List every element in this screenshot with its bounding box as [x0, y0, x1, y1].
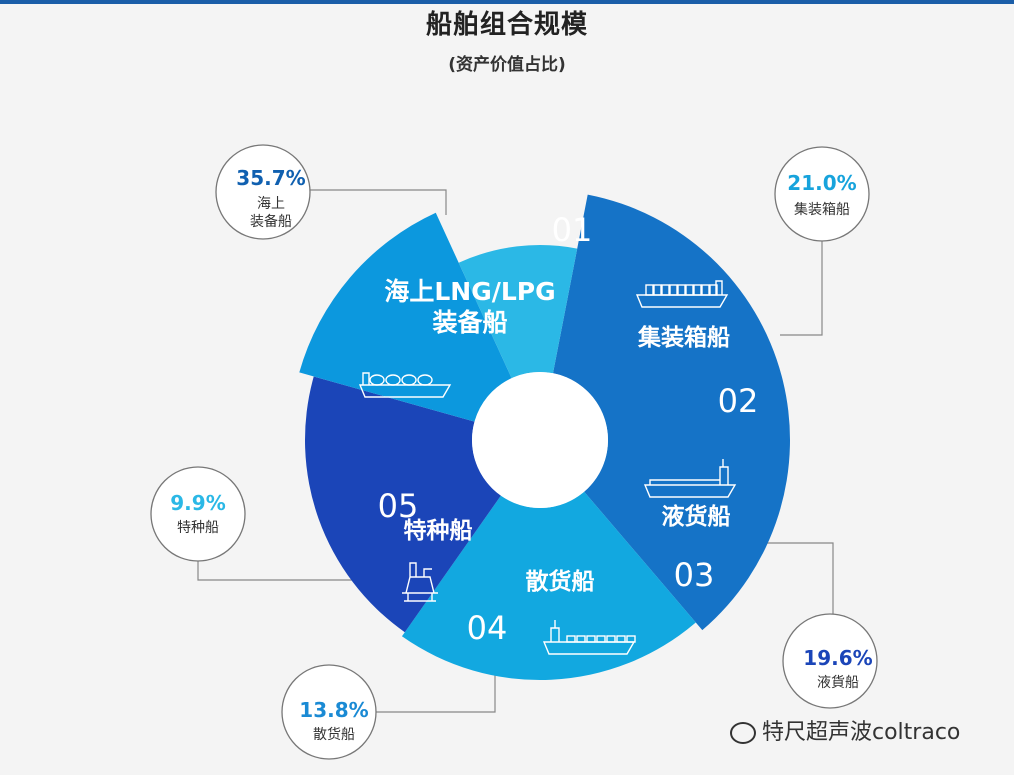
slice-label-05: 特种船	[404, 517, 473, 544]
callout-percent-05: 9.9%	[170, 491, 225, 515]
slice-number-04: 04	[467, 609, 508, 647]
callout-circle-04	[281, 664, 377, 760]
watermark: 特尺超声波coltraco	[730, 714, 960, 746]
slice-02	[401, 491, 696, 680]
top-bar	[0, 0, 1014, 4]
donut-hole	[472, 372, 608, 508]
callout-line-03	[760, 542, 834, 614]
callout-percent-02: 21.0%	[787, 171, 856, 195]
callout-percent-03: 19.6%	[803, 646, 872, 670]
callout-percent-01: 35.7%	[236, 166, 305, 190]
slice-label-04: 散货船	[526, 568, 595, 595]
slice-label-01: 海上LNG/LPG	[384, 277, 555, 306]
lng-ship-icon	[358, 372, 452, 398]
oil-rig-icon	[402, 562, 438, 602]
slice-04	[299, 212, 512, 422]
wechat-icon	[730, 722, 756, 744]
slice-05	[458, 245, 578, 379]
callout-label-01: 装备船	[250, 213, 292, 230]
callout-line-04	[375, 665, 496, 713]
callout-percent-04: 13.8%	[299, 698, 368, 722]
slice-number-02: 02	[718, 382, 759, 420]
slice-number-03: 03	[674, 556, 715, 594]
callout-label-03: 液貨船	[817, 674, 859, 691]
container-ship-icon	[635, 280, 729, 308]
slice-number-05: 05	[378, 487, 419, 525]
callout-label-01: 海上	[257, 196, 285, 212]
tanker-ship-icon	[643, 459, 737, 498]
slice-number-01: 01	[552, 211, 593, 249]
callout-circle-05	[150, 466, 246, 562]
slice-03	[304, 376, 501, 633]
callout-label-05: 特种船	[177, 520, 219, 536]
bulk-carrier-icon	[542, 620, 636, 655]
chart-title: 船舶组合规模	[425, 10, 588, 40]
callout-circle-01	[215, 144, 311, 240]
callout-line-05	[197, 561, 383, 581]
slice-01	[552, 194, 791, 631]
callout-circle-02	[774, 146, 870, 242]
slice-label-02: 集装箱船	[637, 324, 730, 351]
callout-line-01	[310, 189, 447, 215]
callout-circle-03	[782, 613, 878, 709]
watermark-text: 特尺超声波coltraco	[762, 720, 961, 745]
slice-label-01: 装备船	[432, 308, 507, 337]
callout-line-02	[780, 241, 823, 336]
slice-label-03: 液货船	[662, 503, 731, 530]
callout-label-02: 集装箱船	[794, 201, 850, 218]
chart-subtitle: (资产价值占比)	[448, 55, 566, 75]
callout-label-04: 散货船	[313, 726, 355, 743]
